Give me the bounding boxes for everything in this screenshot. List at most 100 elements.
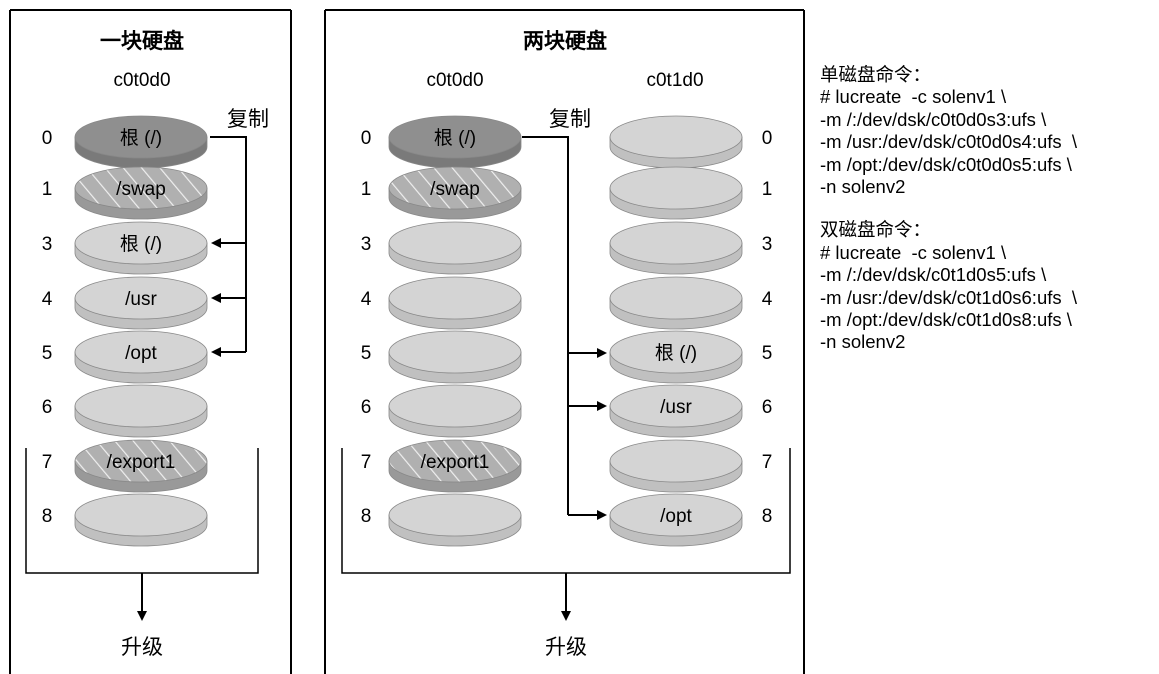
command-line: -n solenv2 [820,331,906,353]
slice-number: 7 [42,452,53,473]
disk-slice: 根 (/)0 [361,115,522,169]
upgrade-label: 升级 [121,636,163,659]
slice-label: /swap [430,179,480,200]
panel-title: 一块硬盘 [100,29,184,53]
slice-number: 4 [42,289,53,310]
command-line: -m /:/dev/dsk/c0t0d0s3:ufs \ [820,108,1047,130]
panel-title: 两块硬盘 [523,29,607,53]
slice-number: 0 [42,128,53,149]
command-line: -m /usr:/dev/dsk/c0t1d0s6:ufs \ [820,286,1078,308]
slice-number: 3 [762,234,773,255]
slice-number: 5 [361,343,372,364]
slice-top [609,384,743,428]
slice-number: 6 [42,397,53,418]
disk-slice: 4 [609,276,773,330]
slice-number: 5 [762,343,773,364]
disk-slice: 7 [609,439,773,493]
slice-top [609,439,743,483]
slice-number: 6 [762,397,773,418]
disk-slice: /export1 7 [361,439,522,493]
disk-slice: 根 (/) 3 [42,221,208,275]
slice-number: 7 [762,452,773,473]
command-line: -n solenv2 [820,176,906,198]
command-line: -m /usr:/dev/dsk/c0t0d0s4:ufs \ [820,131,1078,153]
disk-name: c0t1d0 [646,70,703,91]
disk-slice: 8 [42,493,208,547]
copy-connector [210,136,247,352]
slice-number: 4 [762,289,773,310]
slice-number: 4 [361,289,372,310]
disk-slice: 3 [361,221,522,275]
slice-number: 5 [42,343,53,364]
copy-label: 复制 [549,108,591,131]
panel-one-disk: 一块硬盘 c0t0d0 根 (/)0/swap 1 根 (/) 3/usr 4/opt 5… [9,9,292,674]
disk-slice: 0 [609,115,773,169]
slice-top [388,493,522,537]
disk-slice: 3 [609,221,773,275]
slice-top [388,221,522,265]
disk-slices: 根 (/)0/swap 1 根 (/) 3/usr 4/opt 5 6/export1 7 8 [42,115,208,547]
slice-top [74,115,208,159]
slice-label: /opt [660,506,692,527]
disk-slice: 5 [361,330,522,384]
slice-top [74,439,208,483]
disk-slice: /opt 5 [42,330,208,384]
slice-number: 0 [762,128,773,149]
disk-name: c0t0d0 [113,70,170,91]
slice-top [74,276,208,320]
slice-label: 根 (/) [120,233,162,255]
single-disk-commands: 单磁盘命令： # lucreate -c solenv1 \ -m /:/dev… [820,64,1155,198]
slice-top [609,330,743,374]
slice-top [609,493,743,537]
slice-number: 3 [42,234,53,255]
slice-top [388,115,522,159]
slice-label: 根 (/) [655,342,697,364]
slice-number: 8 [361,506,372,527]
disk-slice: /swap 1 [42,166,208,220]
slice-top [609,276,743,320]
copy-connector [522,136,569,515]
disk-slice: 根 (/) 5 [609,330,773,384]
slice-top [388,166,522,210]
slice-label: /export1 [421,452,490,473]
slice-label: /export1 [107,452,176,473]
disk-slice: 8 [361,493,522,547]
slice-top [609,221,743,265]
disk-slice: /usr 6 [609,384,773,438]
slice-top [388,276,522,320]
command-heading: 单磁盘命令： [820,64,932,85]
disk-slice: 根 (/)0 [42,115,208,169]
slice-number: 1 [42,179,53,200]
slice-number: 3 [361,234,372,255]
disk-slice: 4 [361,276,522,330]
slice-top [74,384,208,428]
slice-top [388,384,522,428]
disk-name: c0t0d0 [426,70,483,91]
command-line: -m /opt:/dev/dsk/c0t0d0s5:ufs \ [820,153,1072,175]
slice-label: /usr [660,397,692,418]
slice-number: 6 [361,397,372,418]
slice-top [74,221,208,265]
disk-slice: /export1 7 [42,439,208,493]
command-line: -m /:/dev/dsk/c0t1d0s5:ufs \ [820,264,1047,286]
slice-label: /swap [116,179,166,200]
disk-slice: 6 [42,384,208,438]
slice-label: /opt [125,343,157,364]
disk-slice: 6 [361,384,522,438]
slice-label: /usr [125,289,157,310]
command-heading: 双磁盘命令： [820,219,932,241]
slice-top [74,166,208,210]
slice-number: 7 [361,452,372,473]
command-line: # lucreate -c solenv1 \ [820,241,1007,263]
command-panel: 单磁盘命令： # lucreate -c solenv1 \ -m /:/dev… [820,64,1155,375]
slice-top [609,166,743,210]
disk-slice: /usr 4 [42,276,208,330]
command-line: # lucreate -c solenv1 \ [820,86,1007,108]
slice-top [74,493,208,537]
slice-top [388,330,522,374]
